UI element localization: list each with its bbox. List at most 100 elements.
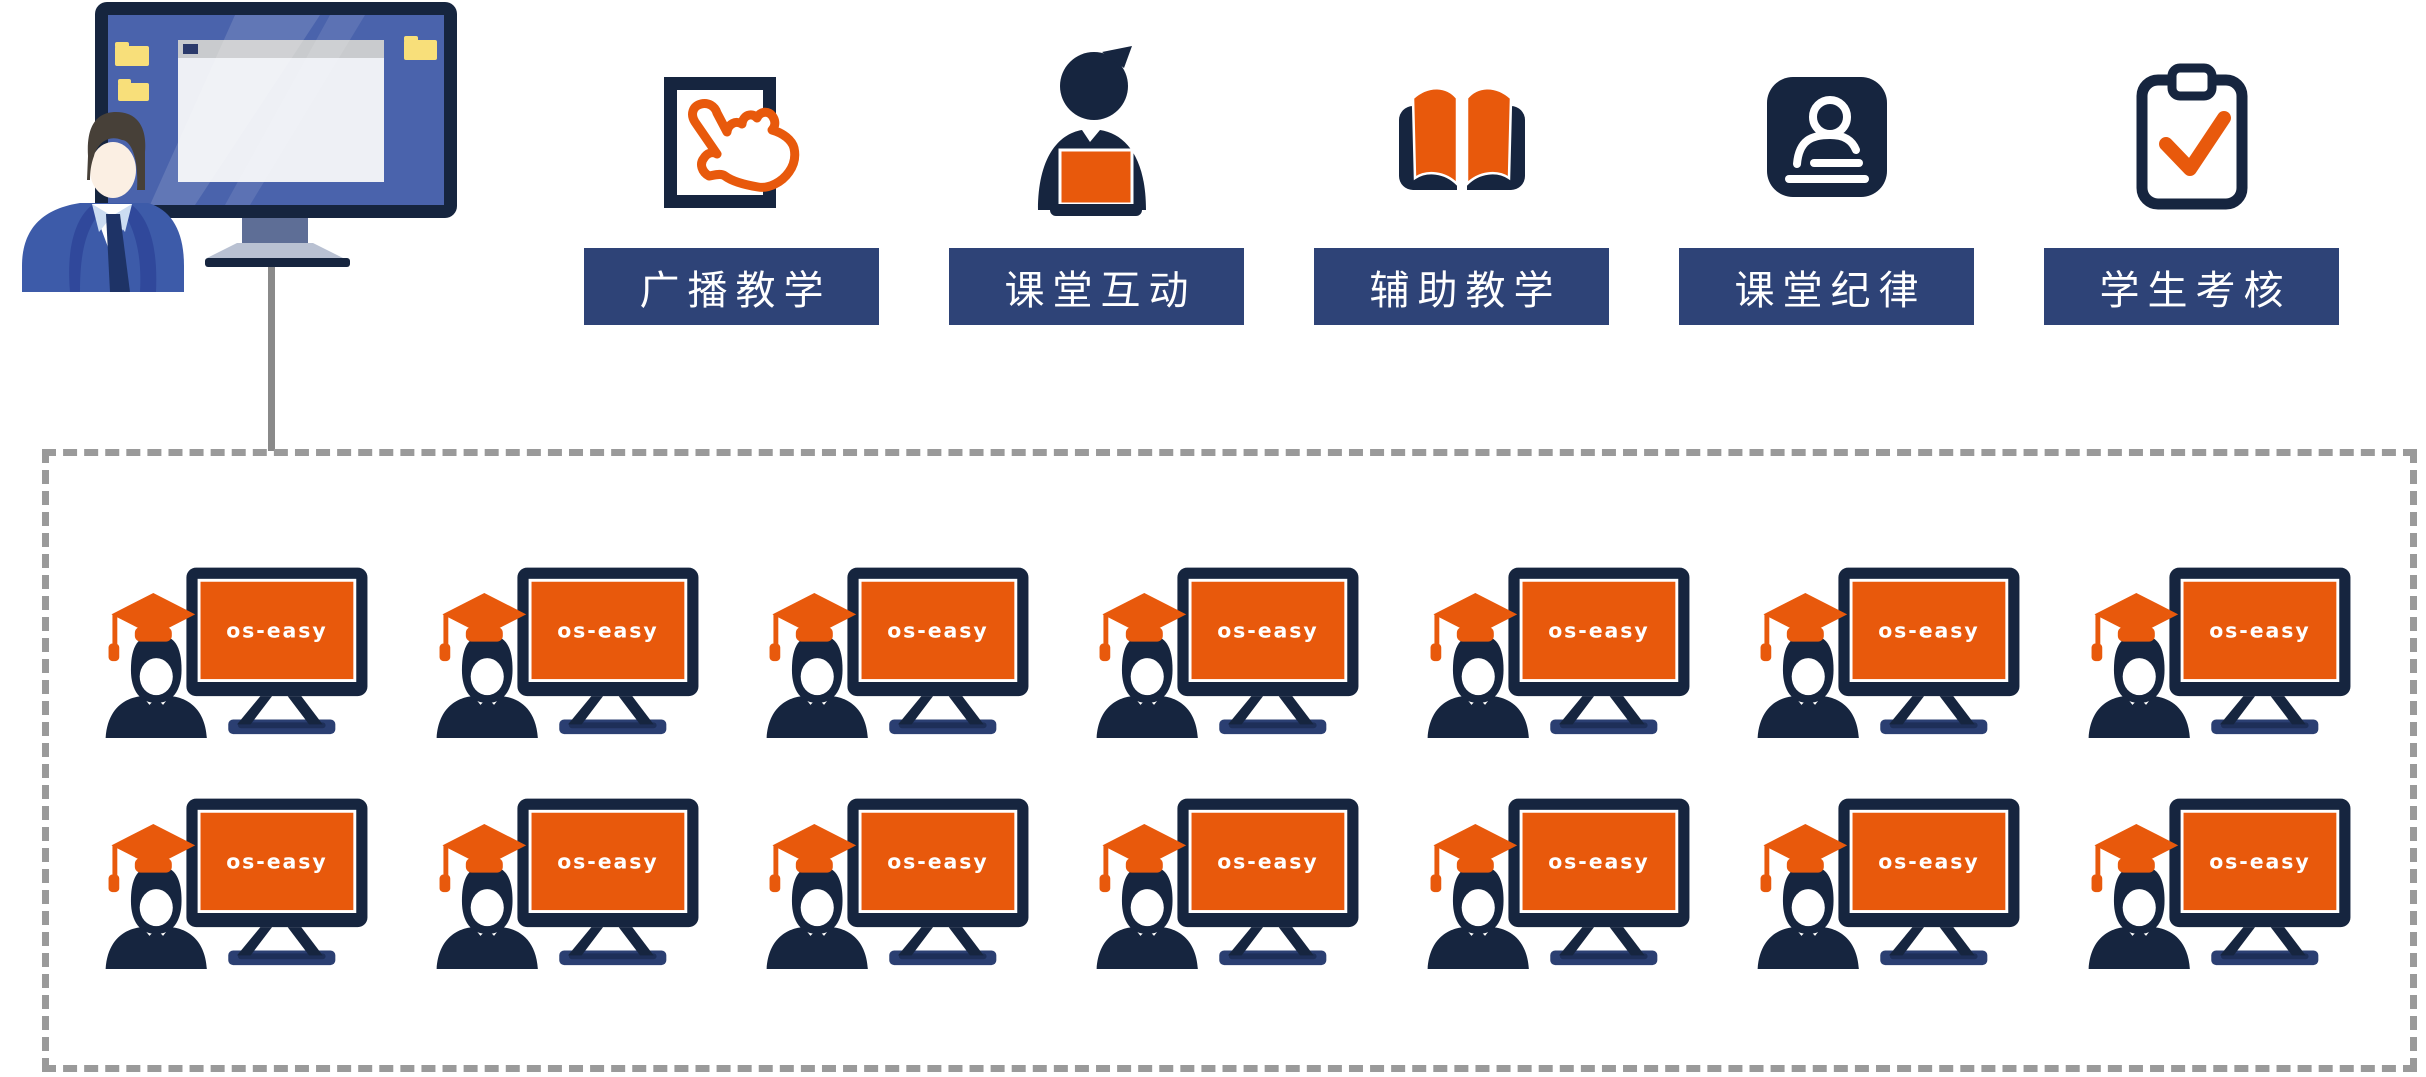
monitor-stand-pole: [268, 263, 275, 451]
graduation-cap-icon: [439, 592, 526, 661]
graduate-student-with-monitor-icon: os-easy: [2088, 798, 2351, 969]
student-workstation: os-easy: [1744, 784, 2036, 969]
student-screen: [1189, 809, 1348, 913]
os-easy-logo: os-easy: [1218, 849, 1319, 873]
feature-assisted-teaching: 辅助教学: [1314, 40, 1609, 325]
os-easy-logo: os-easy: [1879, 849, 1980, 873]
student-screen: [1849, 809, 2009, 913]
student-monitor: os-easy: [2169, 567, 2351, 734]
student-workstation: os-easy: [2075, 553, 2367, 738]
student-workstation: os-easy: [92, 784, 384, 969]
os-easy-logo: os-easy: [226, 849, 327, 873]
student-screen: [1519, 578, 1679, 682]
os-easy-logo: os-easy: [1548, 618, 1649, 642]
os-easy-logo: os-easy: [2209, 849, 2310, 873]
student-screen: [1849, 578, 2009, 682]
student-grid: os-easy: [49, 456, 2410, 1065]
feature-broadcast-teaching: 广播教学: [584, 40, 879, 325]
feature-label: 辅助教学: [1314, 248, 1609, 325]
student-workstation: os-easy: [1414, 784, 1706, 969]
student-avatar: [2088, 592, 2190, 738]
person-laptop-icon: [1037, 46, 1146, 216]
monitor-stand: [558, 695, 666, 734]
monitor-stand: [1219, 695, 1327, 734]
student-workstation: os-easy: [1414, 553, 1706, 738]
student-workstation: os-easy: [753, 553, 1045, 738]
feature-label: 广播教学: [584, 248, 879, 325]
monitor-stand: [1880, 695, 1988, 734]
student-workstation: os-easy: [753, 784, 1045, 969]
student-workstation: os-easy: [423, 784, 715, 969]
graduate-student-with-monitor-icon: os-easy: [1097, 567, 1359, 738]
student-screen: [2180, 578, 2340, 682]
student-monitor: os-easy: [1177, 798, 1359, 965]
graduate-student-with-monitor-icon: os-easy: [766, 567, 1029, 738]
student-avatar: [105, 592, 208, 738]
os-easy-logo: os-easy: [887, 618, 988, 642]
teacher-monitor: [95, 2, 457, 267]
graduation-cap-icon: [108, 823, 196, 892]
graduate-student-with-monitor-icon: os-easy: [1757, 567, 2020, 738]
monitor-stand: [1550, 695, 1658, 734]
student-monitor: os-easy: [1508, 567, 1690, 734]
os-easy-logo: os-easy: [2209, 618, 2310, 642]
student-workstation: os-easy: [423, 553, 715, 738]
monitor-stand: [2211, 926, 2319, 965]
monitor-stand: [1219, 926, 1327, 965]
monitor-stand: [2211, 695, 2319, 734]
os-easy-logo: os-easy: [887, 849, 988, 873]
feature-class-discipline: 课堂纪律: [1679, 40, 1974, 325]
monitor-stand: [228, 926, 336, 965]
os-easy-logo: os-easy: [557, 618, 658, 642]
os-easy-logo: os-easy: [1218, 618, 1319, 642]
feature-student-assessment: 学生考核: [2044, 40, 2339, 325]
graduate-student-with-monitor-icon: os-easy: [1757, 798, 2020, 969]
teacher-workstation-icon: [22, 2, 457, 292]
folder-icon: [115, 36, 437, 101]
student-monitor: os-easy: [1177, 567, 1359, 734]
graduation-cap-icon: [108, 592, 196, 661]
app-window: [178, 40, 384, 182]
student-workstation: os-easy: [1083, 784, 1375, 969]
os-easy-logo: os-easy: [557, 849, 658, 873]
student-screen: [528, 578, 687, 682]
student-avatar: [105, 823, 208, 969]
graduate-student-with-monitor-icon: os-easy: [2088, 567, 2351, 738]
student-workstation: os-easy: [1083, 553, 1375, 738]
student-monitor: os-easy: [847, 567, 1029, 734]
monitor-stand: [889, 695, 997, 734]
feature-label: 课堂互动: [949, 248, 1244, 325]
graduate-student-with-monitor-icon: os-easy: [436, 567, 699, 738]
student-lab-panel: os-easy: [42, 449, 2417, 1072]
os-easy-logo: os-easy: [1879, 618, 1980, 642]
student-monitor: os-easy: [847, 798, 1029, 965]
graduate-student-with-monitor-icon: os-easy: [1097, 798, 1359, 969]
graduation-cap-icon: [2091, 592, 2178, 661]
graduate-student-with-monitor-icon: os-easy: [436, 798, 699, 969]
student-screen: [1519, 809, 1679, 913]
monitor-stand: [205, 218, 350, 267]
student-screen: [528, 809, 687, 913]
student-monitor: os-easy: [186, 567, 368, 734]
monitor-stand: [228, 695, 336, 734]
student-screen: [858, 578, 1018, 682]
graduate-student-with-monitor-icon: os-easy: [766, 798, 1029, 969]
monitor-stand: [1880, 926, 1988, 965]
student-monitor: os-easy: [517, 567, 699, 734]
feature-label: 课堂纪律: [1679, 248, 1974, 325]
graduate-student-with-monitor-icon: os-easy: [1427, 798, 1690, 969]
student-monitor: os-easy: [186, 798, 368, 965]
graduate-student-with-monitor-icon: os-easy: [105, 567, 368, 738]
feature-class-interaction: 课堂互动: [949, 40, 1244, 325]
student-monitor: os-easy: [1838, 798, 2020, 965]
student-screen: [1189, 578, 1348, 682]
hair: [87, 112, 146, 190]
student-monitor: os-easy: [1508, 798, 1690, 965]
monitor-stand: [558, 926, 666, 965]
student-workstation: os-easy: [2075, 784, 2367, 969]
monitor-stand: [1550, 926, 1658, 965]
graduation-cap-icon: [2091, 823, 2178, 892]
student-avatar: [436, 823, 538, 969]
student-workstation: os-easy: [1744, 553, 2036, 738]
tie: [106, 214, 130, 292]
